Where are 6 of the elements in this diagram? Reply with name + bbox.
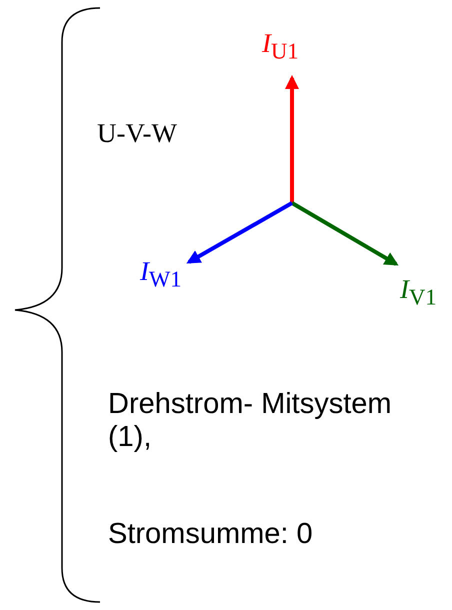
sum-note: Stromsumme: 0 <box>108 518 313 552</box>
system-label: U-V-W <box>97 118 177 150</box>
phasor-label: I$_{V1}$ <box>400 274 436 310</box>
description-text: Drehstrom- Mitsystem (1), <box>108 388 393 455</box>
phasor-label: I$_{W1}$ <box>140 256 182 292</box>
phasor-label: I$_{U1}$ <box>262 28 298 64</box>
